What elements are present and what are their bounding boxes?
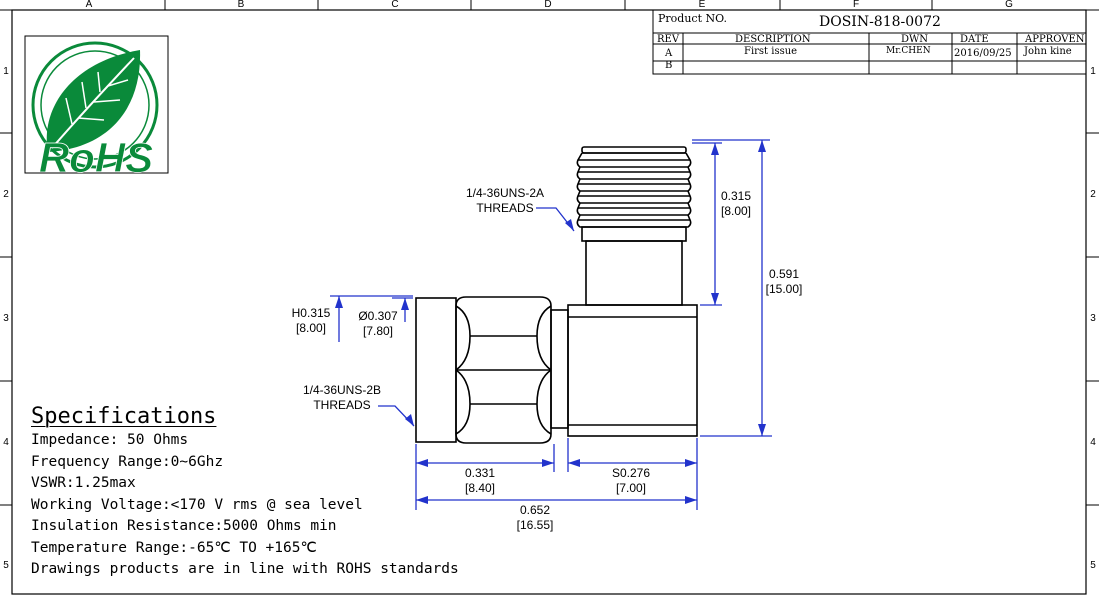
zone-row-4-left: 4 [3,437,9,448]
zone-col-d: D [544,0,552,10]
spec-impedance: Impedance: 50 Ohms [31,432,189,448]
spec-vswr: VSWR:1.25max [31,475,136,491]
dim-overall-length-mm: [16.55] [516,518,554,532]
dim-top-thread-height: 0.315 [8.00] [716,189,756,219]
zone-col-e: E [698,0,706,10]
callout-left-thread: 1/4-36UNS-2B THREADS [290,383,394,413]
header-dwn: DWN [901,34,929,45]
revision-a-approven: John kine [1024,46,1072,57]
connector-drawing [415,146,698,444]
dim-right-width-mm: [7.00] [615,481,647,495]
collar [550,309,569,429]
dim-body-diameter-mm: [7.80] [362,324,394,338]
revision-a-dwn: Mr.CHEN [886,46,931,56]
zone-row-2-left: 2 [3,189,9,200]
zone-row-1-left: 1 [3,66,9,77]
title-block: Product NO. DOSIN-818-0072 REV DESCRIPTI… [653,11,1086,74]
zone-row-3-left: 3 [3,313,9,324]
dim-right-width-inch: S0.276 [611,466,651,480]
header-rev: REV [657,34,680,45]
zone-row-5-left: 5 [3,560,9,571]
dim-left-length-mm: [8.40] [464,481,496,495]
dim-body-diameter-inch: Ø0.307 [358,309,398,323]
zone-row-3-right: 3 [1090,313,1096,324]
dimension-lines [330,139,772,510]
dim-overall-height-mm: [15.00] [765,282,803,296]
dim-right-width: S0.276 [7.00] [606,466,656,496]
top-thread [576,146,692,242]
zone-row-1-right: 1 [1090,66,1096,77]
spec-temperature-range: Temperature Range:-65℃ TO +165℃ [31,539,317,556]
dim-left-length: 0.331 [8.40] [458,466,502,496]
dim-hex-height-inch: H0.315 [291,306,331,320]
specifications-title: Specifications [31,404,217,429]
callout-left-thread-label: THREADS [313,398,371,412]
column-zone-ticks [164,0,933,10]
dim-body-diameter: Ø0.307 [7.80] [352,309,404,339]
zone-col-a: A [85,0,93,10]
product-number-label: Product NO. [658,12,727,25]
hex-nut [455,296,552,444]
zone-row-5-right: 5 [1090,560,1096,571]
logo-wordmark: RoHS [39,134,153,181]
zone-col-f: F [852,0,860,10]
spec-insulation-resistance: Insulation Resistance:5000 Ohms min [31,518,337,534]
spec-frequency-range: Frequency Range:0~6Ghz [31,453,224,470]
dim-overall-length: 0.652 [16.55] [508,503,562,533]
dim-hex-height-mm: [8.00] [295,321,327,335]
dim-overall-length-inch: 0.652 [519,503,551,517]
zone-row-4-right: 4 [1090,437,1096,448]
top-neck [585,240,683,306]
dim-hex-height: H0.315 [8.00] [287,306,335,336]
dim-left-length-inch: 0.331 [464,466,496,480]
dim-top-thread-height-mm: [8.00] [720,204,752,218]
header-approven: APPROVEN [1025,34,1085,45]
zone-col-g: G [1005,0,1013,10]
zone-col-c: C [391,0,399,10]
spec-working-voltage: Working Voltage:<170 V rms @ sea level [31,496,363,513]
callout-top-thread-spec: 1/4-36UNS-2A [465,186,545,200]
rohs-logo: Green Product RoHS [24,35,169,181]
revision-a-description: First issue [744,46,798,57]
product-number: DOSIN-818-0072 [819,14,941,30]
revision-a-date: 2016/09/25 [954,48,1012,59]
zone-row-2-right: 2 [1090,189,1096,200]
callout-top-thread: 1/4-36UNS-2A THREADS [455,186,555,216]
callout-top-thread-label: THREADS [476,201,534,215]
specifications: Specifications Impedance: 50 Ohms Freque… [31,404,459,581]
spec-rohs-note: Drawings products are in line with ROHS … [31,561,459,577]
row-zone-ticks [0,132,1099,506]
dim-overall-height-inch: 0.591 [768,267,800,281]
header-date: DATE [960,34,989,45]
dim-overall-height: 0.591 [15.00] [762,267,806,297]
dimension-arrowheads [335,140,766,504]
revision-b-rev: B [665,60,673,71]
zone-col-b: B [237,0,245,10]
header-description: DESCRIPTION [735,34,811,45]
title-block-grid [652,9,1087,75]
callout-left-thread-spec: 1/4-36UNS-2B [302,383,382,397]
dim-top-thread-height-inch: 0.315 [720,189,752,203]
revision-a-rev: A [665,48,673,59]
right-body [567,304,698,437]
